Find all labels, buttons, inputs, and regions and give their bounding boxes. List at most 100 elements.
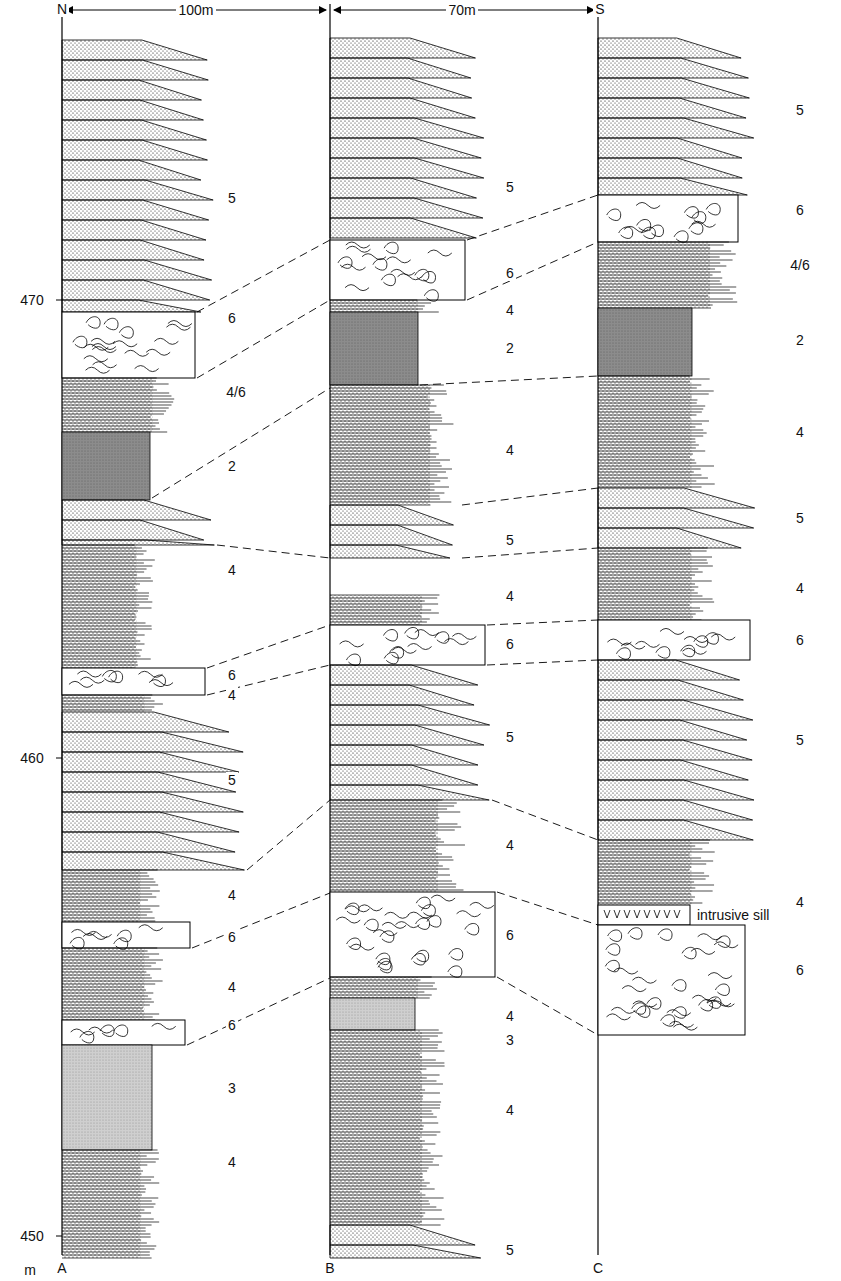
depth-label: 450 — [18, 1228, 45, 1244]
contorted-lamina — [346, 906, 370, 912]
contorted-lamina — [698, 934, 722, 940]
contorted-lamina — [606, 1014, 630, 1020]
contorted-lamina — [428, 250, 452, 256]
thin-bed — [598, 581, 712, 582]
contorted-lamina — [408, 912, 432, 918]
thin-bed — [62, 1192, 145, 1193]
thin-bed — [62, 1183, 159, 1184]
thin-bed — [330, 409, 429, 410]
thin-bed — [330, 830, 455, 831]
sandstone-bed — [598, 528, 741, 548]
thin-bed — [330, 1201, 429, 1202]
sandstone-bed — [62, 300, 201, 312]
thin-bed — [598, 873, 704, 874]
thin-bed — [330, 869, 449, 870]
thin-bed — [598, 469, 701, 470]
sandstone-bed — [330, 58, 471, 78]
thin-bed — [62, 1252, 150, 1253]
thin-bed — [598, 296, 708, 297]
thin-bed — [330, 1159, 434, 1160]
contorted-lamina — [616, 648, 630, 660]
thin-bed — [62, 701, 155, 702]
thin-bed — [62, 969, 161, 970]
contorted-lamina — [670, 1021, 694, 1027]
thin-bed — [598, 424, 702, 425]
thin-bed — [62, 695, 152, 696]
sandstone-bed — [598, 780, 754, 800]
correlation-line — [497, 892, 598, 925]
thin-bed — [330, 884, 456, 885]
contorted-lamina — [692, 212, 706, 224]
thin-bed — [330, 1186, 427, 1187]
contorted-lamina — [345, 285, 369, 291]
thin-bed — [330, 469, 452, 470]
thin-bed — [62, 918, 155, 919]
thin-bed — [330, 854, 442, 855]
thin-bed — [62, 632, 138, 633]
correlation-line — [197, 300, 330, 378]
thin-bed — [62, 408, 169, 409]
contorted-lamina — [714, 942, 738, 948]
contorted-lamina — [636, 202, 660, 208]
thin-bed — [330, 878, 436, 879]
correlation-line — [487, 620, 598, 625]
thin-bed — [62, 975, 150, 976]
thin-bed — [330, 845, 465, 846]
contorted-lamina — [408, 644, 432, 650]
sill-mark — [674, 910, 680, 918]
thin-bed — [598, 596, 702, 597]
thin-bed — [330, 1183, 430, 1184]
slump-bed — [598, 620, 750, 660]
thin-bed — [62, 599, 148, 600]
contorted-lamina — [416, 918, 430, 930]
thin-bed — [598, 263, 720, 264]
thin-bed — [62, 572, 144, 573]
thin-bed — [62, 647, 136, 648]
thin-bed — [330, 1117, 437, 1118]
thin-bed — [62, 966, 151, 967]
thin-bed — [330, 1189, 435, 1190]
thin-bed — [598, 436, 703, 437]
contorted-lamina — [91, 338, 115, 344]
thin-bed — [598, 484, 715, 485]
thin-bed — [330, 1150, 428, 1151]
contorted-lamina — [672, 980, 686, 992]
thin-bed — [330, 478, 448, 479]
thin-bed — [330, 421, 442, 422]
mudstone-bed — [62, 432, 150, 500]
sandstone-bed — [330, 1245, 481, 1258]
contorted-lamina — [373, 259, 387, 271]
thin-bed — [62, 593, 149, 594]
thin-bed — [598, 302, 737, 303]
contorted-lamina — [70, 937, 84, 949]
thin-bed — [598, 858, 701, 859]
distance-label: 70m — [446, 2, 477, 18]
thin-bed — [62, 557, 136, 558]
thin-bed — [62, 411, 166, 412]
contorted-lamina — [624, 226, 648, 232]
contorted-lamina — [421, 905, 435, 917]
thin-bed — [330, 1033, 443, 1034]
thin-bed — [62, 1201, 152, 1202]
contorted-lamina — [364, 919, 378, 931]
thin-bed — [598, 563, 708, 564]
contorted-lamina — [102, 670, 116, 682]
thin-bed — [330, 309, 423, 310]
contorted-lamina — [86, 317, 100, 329]
contorted-lamina — [88, 931, 112, 937]
thin-bed — [62, 1174, 141, 1175]
thin-bed — [62, 1243, 147, 1244]
thin-bed — [598, 430, 703, 431]
facies-number: 4 — [226, 1154, 238, 1170]
contorted-lamina — [71, 1029, 95, 1035]
thin-bed — [330, 827, 461, 828]
thin-bed — [330, 1165, 439, 1166]
contorted-lamina — [84, 356, 108, 362]
thin-bed — [62, 393, 169, 394]
slump-bed — [62, 922, 190, 948]
thin-bed — [62, 1207, 154, 1208]
thin-bed — [598, 287, 736, 288]
thin-bed — [62, 1204, 155, 1205]
slump-bed — [62, 312, 195, 378]
thin-bed — [598, 427, 695, 428]
